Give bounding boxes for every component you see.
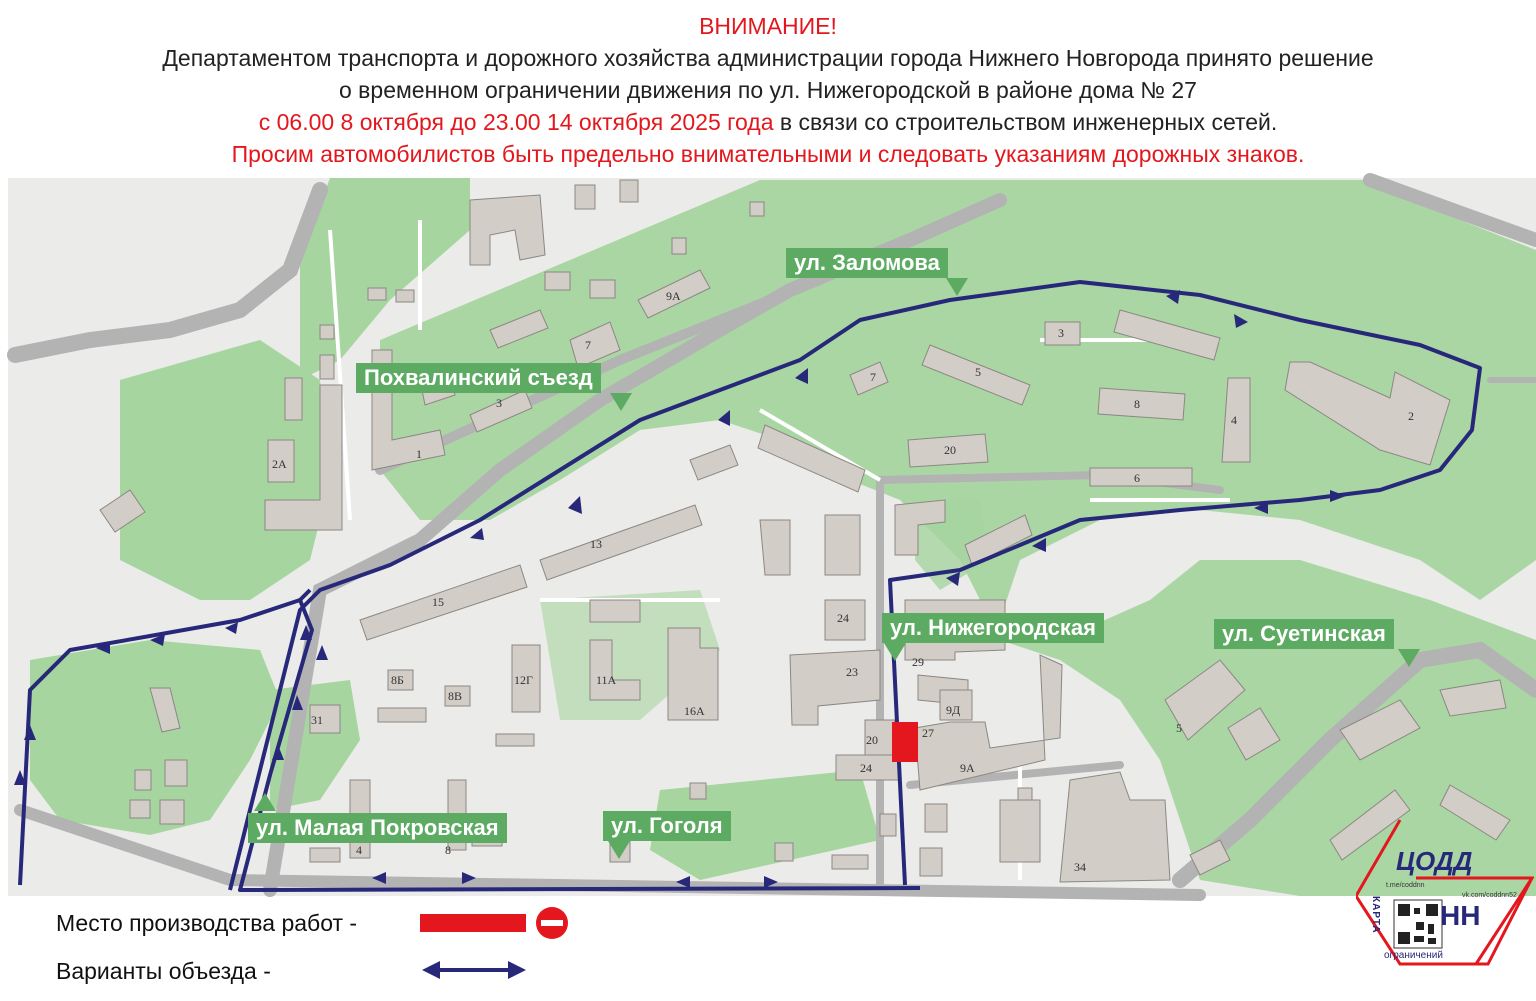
building-numbers: 9А 7 3 1 2А 13 15 3 5 7 8 4 2 6 20 24 23… bbox=[272, 289, 1414, 874]
svg-text:6: 6 bbox=[1134, 471, 1140, 485]
svg-text:20: 20 bbox=[866, 733, 878, 747]
svg-text:4: 4 bbox=[356, 843, 362, 857]
svg-text:20: 20 bbox=[944, 443, 956, 457]
street-label-pointer bbox=[610, 393, 632, 411]
svg-text:15: 15 bbox=[432, 595, 444, 609]
svg-text:9А: 9А bbox=[666, 289, 681, 303]
warning-title: ВНИМАНИЕ! bbox=[699, 13, 837, 39]
svg-text:5: 5 bbox=[975, 365, 981, 379]
svg-text:7: 7 bbox=[585, 338, 591, 352]
svg-text:24: 24 bbox=[860, 761, 872, 775]
legend-work-site-label: Место производства работ - bbox=[56, 910, 358, 936]
svg-text:24: 24 bbox=[837, 611, 849, 625]
restriction-reason: в связи со строительством инженерных сет… bbox=[773, 109, 1278, 135]
street-label-pointer bbox=[946, 278, 968, 296]
route-arrows bbox=[14, 290, 1346, 888]
street-label-nizhegorodskaya: ул. Нижегородская bbox=[882, 613, 1104, 643]
legend-work-site-symbol bbox=[420, 907, 568, 939]
svg-text:2А: 2А bbox=[272, 457, 287, 471]
svg-text:1: 1 bbox=[416, 447, 422, 461]
legend-detour-symbol bbox=[422, 961, 526, 979]
svg-text:9Д: 9Д bbox=[946, 703, 960, 717]
logo-city: НН bbox=[1440, 900, 1481, 931]
svg-text:8В: 8В bbox=[448, 689, 462, 703]
notice-line-1: Департаментом транспорта и дорожного хоз… bbox=[162, 45, 1374, 71]
restriction-period: с 06.00 8 октября до 23.00 14 октября 20… bbox=[258, 109, 774, 135]
svg-text:7: 7 bbox=[870, 370, 876, 384]
logo-name: ЦОДД bbox=[1396, 846, 1473, 876]
svg-text:31: 31 bbox=[311, 713, 323, 727]
street-label-malaya-pokrovskaya: ул. Малая Покровская bbox=[248, 813, 507, 843]
arrow-left-icon bbox=[422, 961, 440, 979]
svg-text:4: 4 bbox=[1231, 413, 1237, 427]
street-label-pointer bbox=[254, 793, 276, 811]
svg-text:8: 8 bbox=[445, 843, 451, 857]
svg-text:11А: 11А bbox=[596, 673, 617, 687]
legend-detour-label: Варианты объезда - bbox=[56, 958, 271, 984]
street-label-pokhvalinsky: Похвалинский съезд bbox=[356, 363, 601, 393]
street-label-zalomova: ул. Заломова bbox=[786, 248, 948, 278]
logo-vk: vk.com/coddnn52 bbox=[1462, 892, 1517, 899]
svg-text:5: 5 bbox=[1176, 721, 1182, 735]
street-label-pointer bbox=[608, 841, 630, 859]
svg-text:16А: 16А bbox=[684, 704, 705, 718]
svg-text:3: 3 bbox=[496, 396, 502, 410]
codd-logo bbox=[1356, 819, 1534, 966]
svg-text:2: 2 bbox=[1408, 409, 1414, 423]
svg-text:8: 8 bbox=[1134, 397, 1140, 411]
notice-line-4: Просим автомобилистов быть предельно вни… bbox=[231, 141, 1305, 167]
svg-text:3: 3 bbox=[1058, 326, 1064, 340]
street-label-suetinskaya: ул. Суетинская bbox=[1214, 619, 1394, 649]
svg-text:34: 34 bbox=[1074, 860, 1086, 874]
svg-text:27: 27 bbox=[922, 726, 934, 740]
logo-telegram: t.me/coddnn bbox=[1386, 882, 1425, 889]
svg-text:9А: 9А bbox=[960, 761, 975, 775]
svg-text:12Г: 12Г bbox=[514, 673, 533, 687]
street-label-pointer bbox=[1398, 649, 1420, 667]
svg-text:13: 13 bbox=[590, 537, 602, 551]
qr-code-icon bbox=[1398, 904, 1438, 944]
svg-text:29: 29 bbox=[912, 655, 924, 669]
work-site-marker bbox=[892, 722, 918, 762]
arrow-right-icon bbox=[508, 961, 526, 979]
logo-subtitle: ограничений bbox=[1384, 950, 1443, 961]
street-label-gogolya: ул. Гоголя bbox=[603, 811, 731, 841]
street-label-pointer bbox=[884, 643, 906, 661]
svg-text:8Б: 8Б bbox=[391, 673, 404, 687]
svg-text:23: 23 bbox=[846, 665, 858, 679]
notice-line-3: с 06.00 8 октября до 23.00 14 октября 20… bbox=[0, 108, 1536, 136]
logo-vertical-text: КАРТА bbox=[1370, 896, 1381, 934]
notice-line-2: о временном ограничении движения по ул. … bbox=[339, 77, 1197, 103]
